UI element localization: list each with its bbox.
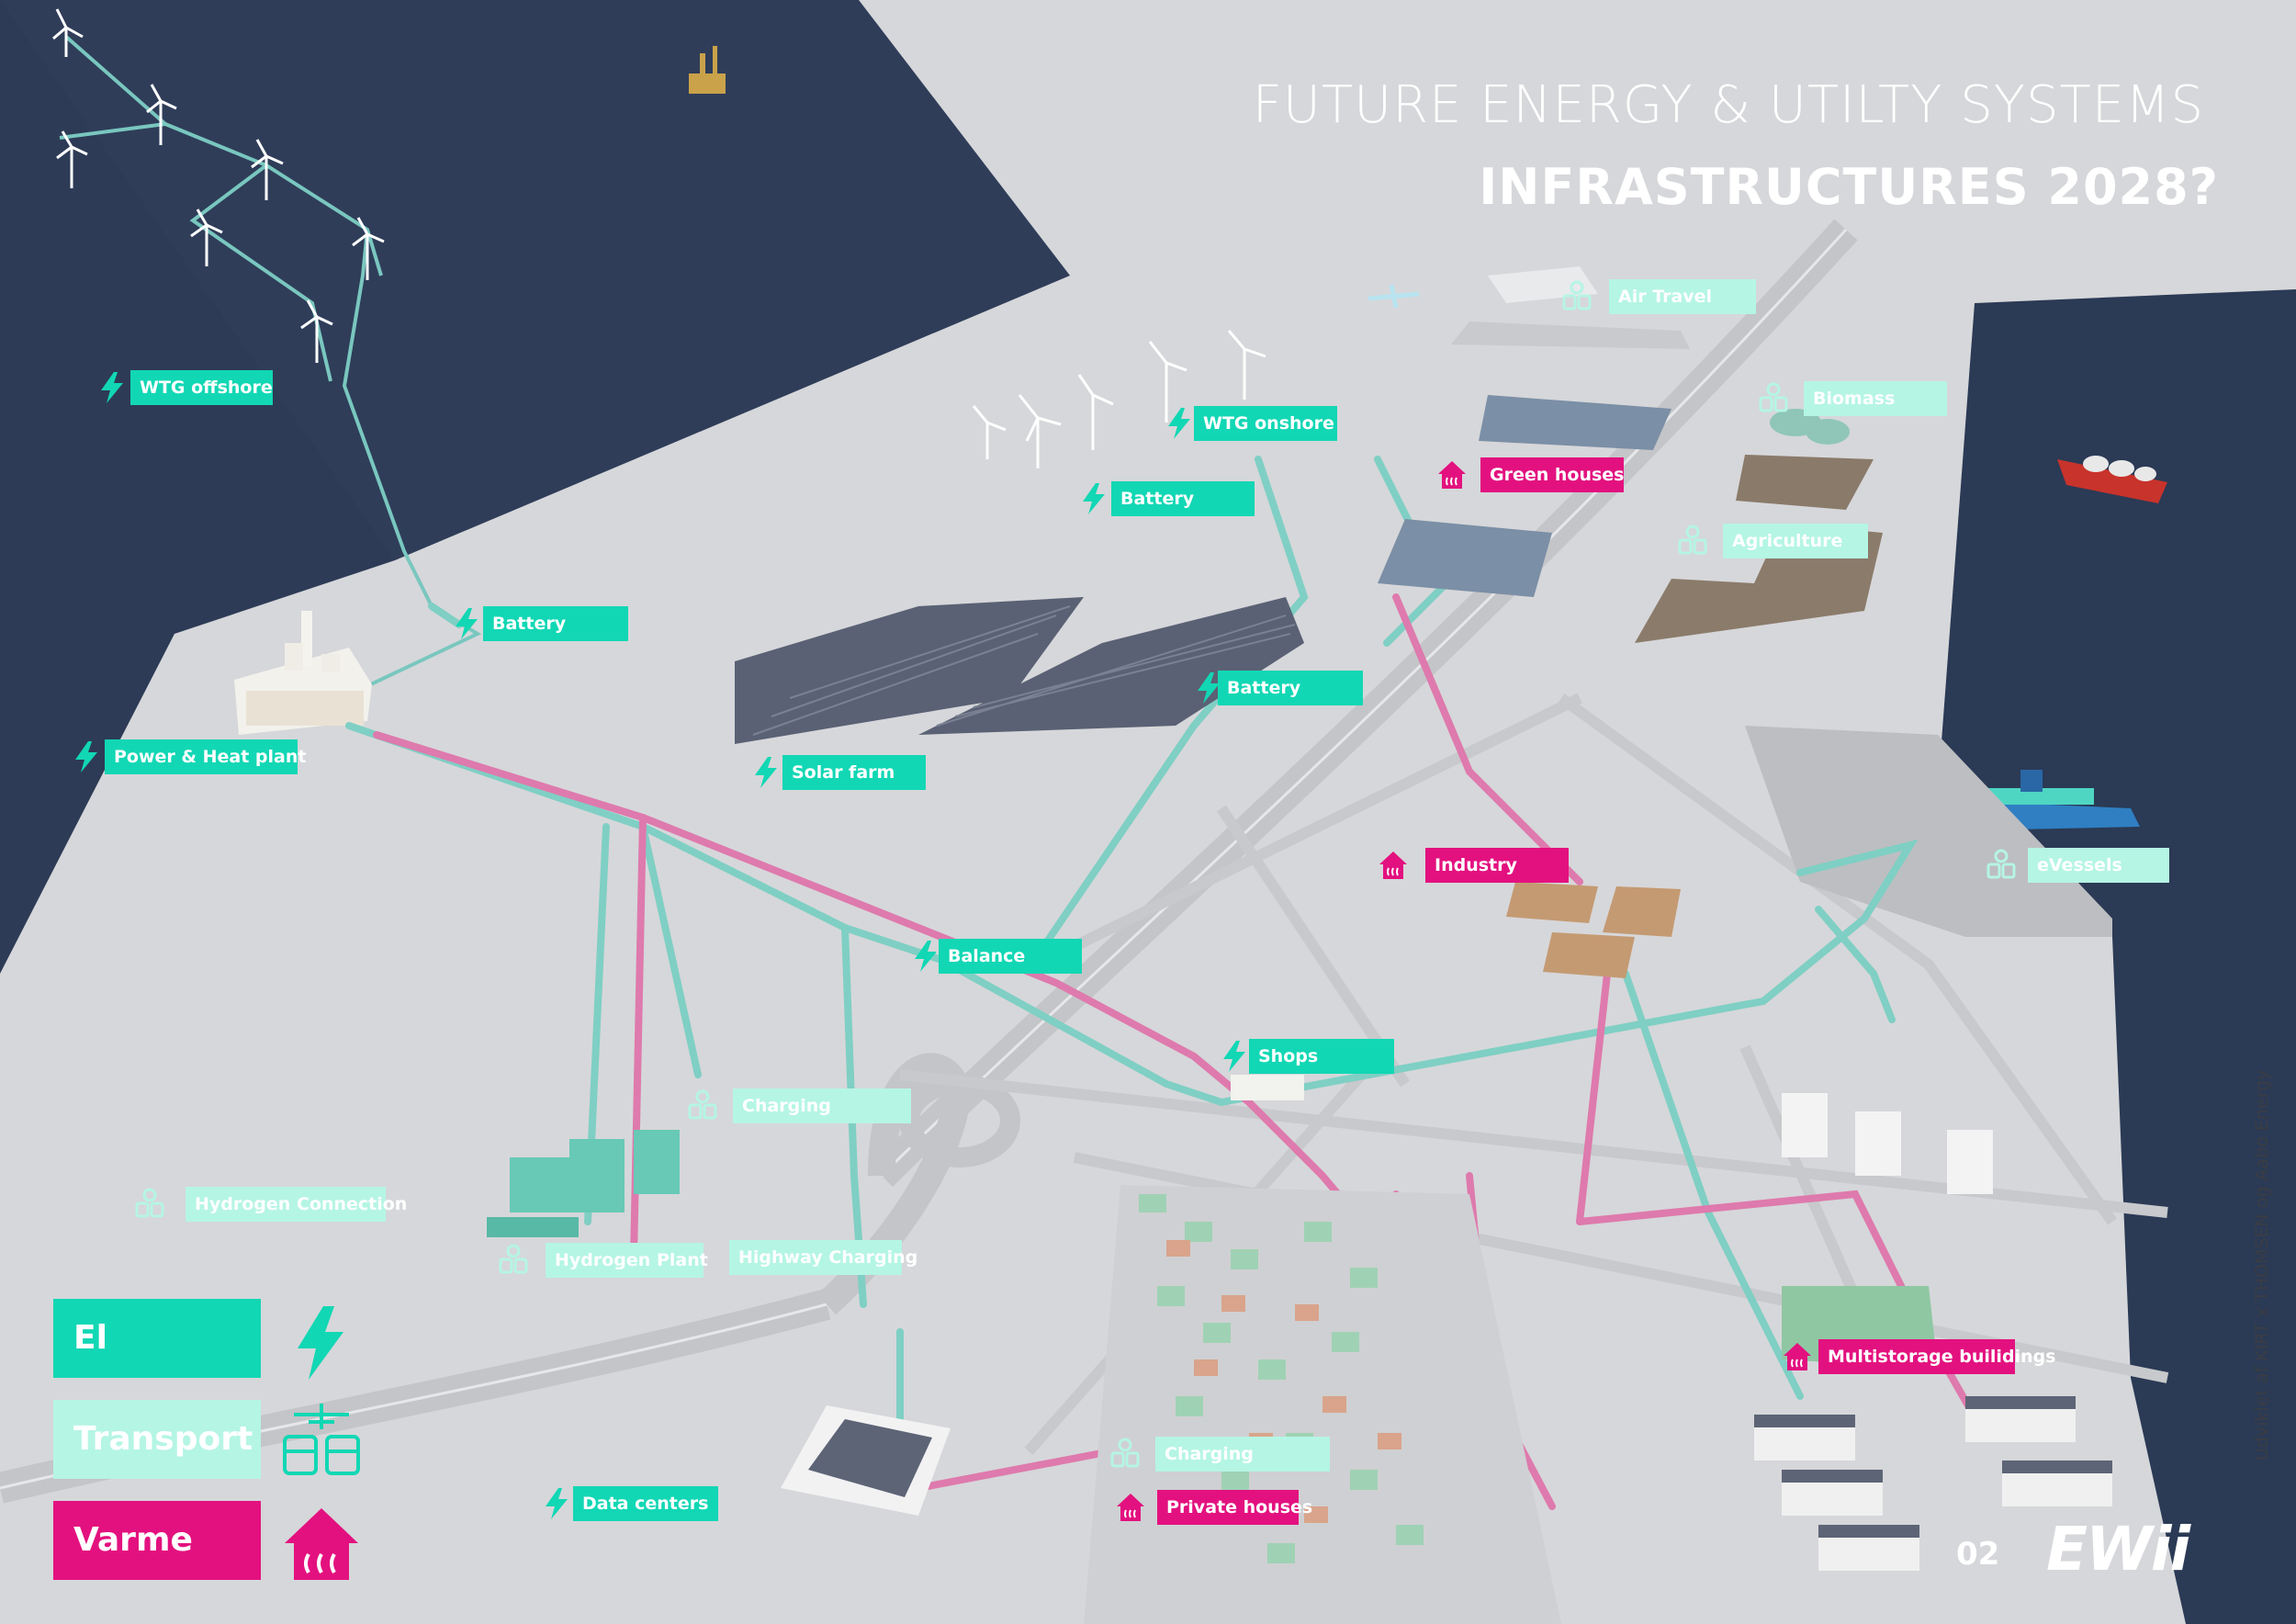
- label-industry: Industry: [1425, 848, 1569, 883]
- lightning-icon: [75, 741, 97, 773]
- label-balance: Balance: [939, 939, 1082, 974]
- label-data-centers: Data centers: [573, 1486, 718, 1521]
- oil-platform: [689, 46, 726, 94]
- airport: [1367, 266, 1598, 309]
- data-center-building: [781, 1405, 951, 1516]
- transport-icon: [688, 1089, 717, 1120]
- greenhouses: [1378, 395, 1671, 597]
- page-subtitle: INFRASTRUCTURES 2028?: [1479, 158, 2219, 216]
- lightning-icon: [1223, 1041, 1245, 1072]
- lightning-icon: [101, 372, 123, 403]
- lightning-icon: [915, 941, 937, 972]
- legend-transport: Transport: [53, 1400, 261, 1479]
- sea-west: [0, 0, 1070, 974]
- sea-east: [1938, 289, 2296, 1624]
- label-highway-charging: Highway Charging: [729, 1240, 917, 1275]
- legend-transport-icon: [283, 1404, 360, 1475]
- heat-house-icon: [1438, 461, 1466, 489]
- heat-house-icon: [1117, 1494, 1144, 1521]
- heat-house-icon: [1379, 851, 1407, 879]
- label-green-houses: Green houses: [1480, 457, 1625, 492]
- lightning-icon: [1168, 408, 1190, 439]
- label-agriculture: Agriculture: [1723, 524, 1868, 558]
- label-solar-farm: Solar farm: [782, 755, 926, 790]
- label-air-travel: Air Travel: [1609, 279, 1756, 314]
- transport-icon: [1986, 849, 2016, 879]
- multistorage-area: [1754, 1093, 2112, 1571]
- label-private-houses: Private houses: [1157, 1490, 1312, 1525]
- power-heat-plant: [234, 611, 372, 735]
- label-hydrogen-plant: Hydrogen Plant: [546, 1243, 708, 1278]
- lng-ship: [2057, 456, 2167, 503]
- label-battery-offshore: Battery: [483, 606, 628, 641]
- label-hydrogen-connection: Hydrogen Connection: [186, 1187, 407, 1222]
- legend-varme: Varme: [53, 1501, 261, 1580]
- credit-text: Udviklet af KIRT x THOMSEN og Aabo Energ…: [2252, 1069, 2272, 1460]
- legend-heat-house-icon: [285, 1508, 358, 1580]
- label-evessels: eVessels: [2028, 848, 2169, 883]
- page-title: FUTURE ENERGY & UTILTY SYSTEMS: [1252, 75, 2204, 135]
- label-power-heat-plant: Power & Heat plant: [105, 739, 306, 774]
- legend-lightning-icon: [298, 1306, 343, 1380]
- lightning-icon: [755, 757, 777, 788]
- transport-icon: [1110, 1438, 1140, 1468]
- label-wtg-onshore: WTG onshore: [1194, 406, 1337, 441]
- page-number: 02: [1956, 1536, 2000, 1573]
- hydrogen-plant: [487, 1130, 680, 1237]
- label-shops: Shops: [1249, 1039, 1394, 1074]
- wind-turbines-offshore: [52, 8, 385, 363]
- label-charging-highway: Charging: [733, 1088, 911, 1123]
- label-wtg-offshore: WTG offshore: [130, 370, 273, 405]
- wind-turbines-onshore: [972, 330, 1266, 468]
- lightning-icon: [546, 1488, 568, 1519]
- label-multistorage: Multistorage builidings: [1818, 1339, 2056, 1374]
- residential-area: [1084, 1185, 1561, 1624]
- label-battery-onshore: Battery: [1111, 481, 1255, 516]
- transport-icon: [135, 1188, 164, 1218]
- transport-icon: [1759, 382, 1788, 412]
- transport-icon: [1562, 280, 1592, 310]
- lightning-icon: [456, 608, 478, 639]
- lightning-icon: [1198, 672, 1220, 704]
- legend-el: El: [53, 1299, 261, 1378]
- ewii-logo: EWii: [2046, 1514, 2190, 1585]
- quay: [1745, 726, 2112, 937]
- heat-house-icon: [1784, 1343, 1811, 1370]
- transport-icon: [1678, 524, 1707, 555]
- shops-building: [1231, 1075, 1304, 1100]
- industry-buildings: [1506, 882, 1681, 978]
- label-biomass: Biomass: [1804, 381, 1947, 416]
- lightning-icon: [1083, 483, 1105, 514]
- label-battery-solar: Battery: [1218, 671, 1363, 705]
- label-charging-town: Charging: [1155, 1437, 1330, 1472]
- transport-icon: [499, 1244, 528, 1274]
